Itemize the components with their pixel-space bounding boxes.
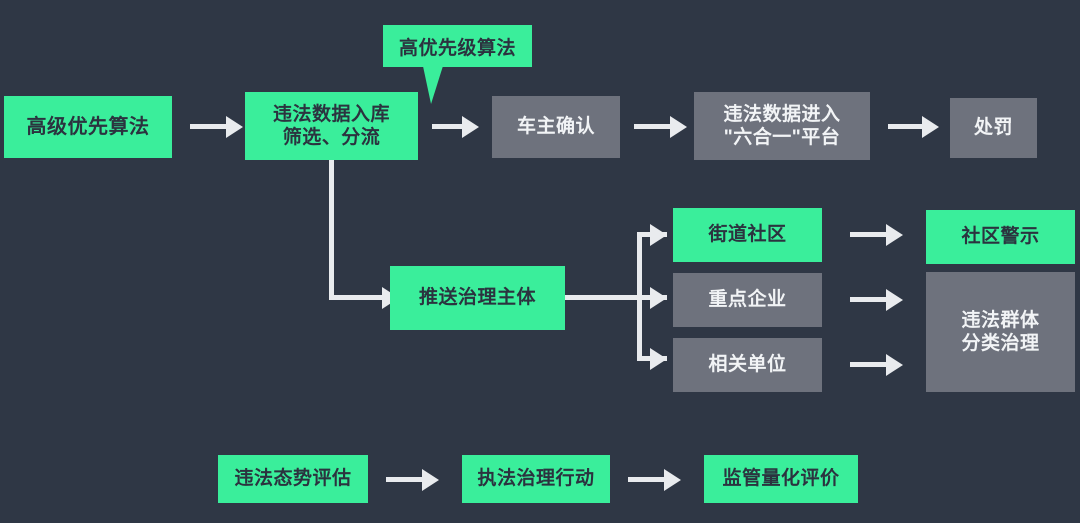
- node-label: 违法态势评估: [234, 468, 352, 490]
- node-label: 执法治理行动: [477, 468, 595, 490]
- node-violator-group-classification[interactable]: 违法群体 分类治理: [926, 272, 1075, 392]
- node-six-in-one-platform[interactable]: 违法数据进入 "六合一"平台: [694, 92, 870, 160]
- node-key-enterprise[interactable]: 重点企业: [673, 273, 822, 327]
- callout-tail-icon: [422, 66, 452, 104]
- callout-high-priority-algorithm[interactable]: 高优先级算法: [383, 25, 532, 67]
- node-label: 街道社区: [708, 224, 787, 246]
- node-label: 重点企业: [708, 289, 787, 311]
- node-violation-situation-assessment[interactable]: 违法态势评估: [218, 455, 368, 503]
- node-label: 监管量化评价: [722, 468, 840, 490]
- node-community-warning[interactable]: 社区警示: [926, 210, 1075, 264]
- node-label: 推送治理主体: [418, 287, 536, 309]
- node-label: 处罚: [973, 117, 1013, 139]
- node-regulatory-quantitative-evaluation[interactable]: 监管量化评价: [704, 455, 858, 503]
- node-violation-data-intake[interactable]: 违法数据入库 筛选、分流: [245, 92, 418, 160]
- node-related-unit[interactable]: 相关单位: [673, 338, 822, 392]
- node-street-community[interactable]: 街道社区: [673, 208, 822, 262]
- node-penalty[interactable]: 处罚: [950, 98, 1037, 158]
- node-push-governance-entity[interactable]: 推送治理主体: [390, 266, 565, 330]
- node-label: 高级优先算法: [26, 115, 150, 138]
- node-owner-confirmation[interactable]: 车主确认: [492, 96, 620, 158]
- node-label: 违法群体 分类治理: [961, 309, 1040, 354]
- callout-label: 高优先级算法: [398, 37, 516, 59]
- node-advanced-priority-algorithm[interactable]: 高级优先算法: [4, 96, 172, 158]
- node-label: 违法数据进入 "六合一"平台: [723, 103, 841, 148]
- node-label: 社区警示: [961, 226, 1040, 248]
- node-label: 相关单位: [708, 354, 787, 376]
- node-label: 违法数据入库 筛选、分流: [272, 103, 390, 148]
- node-enforcement-governance-action[interactable]: 执法治理行动: [462, 455, 610, 503]
- node-label: 车主确认: [516, 116, 595, 138]
